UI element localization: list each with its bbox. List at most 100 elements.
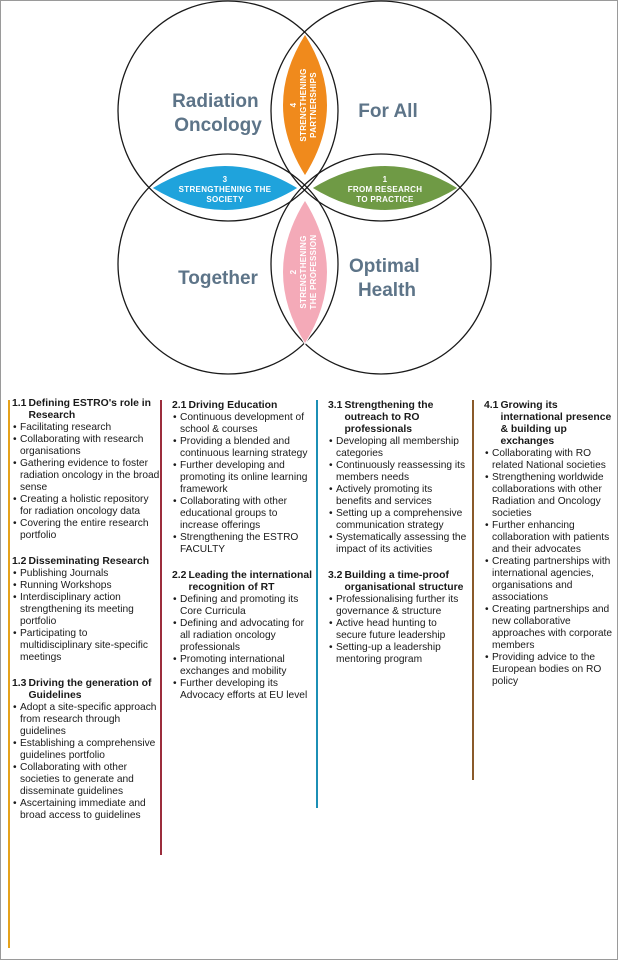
section-number: 3.2	[328, 570, 343, 581]
list-item: Strengthening worldwide collaborations w…	[484, 472, 614, 520]
list-item: Continuous development of school & cours…	[172, 412, 314, 436]
petal-bottom-label: 2 STRENGTHENING THE PROFESSION	[289, 235, 318, 310]
list-item: Covering the entire research portfolio	[12, 518, 160, 542]
list-item: Adopt a site-specific approach from rese…	[12, 702, 160, 738]
section-number: 1.3	[12, 678, 27, 689]
list-item: Interdisciplinary action strengthening i…	[12, 592, 160, 628]
petal-top-line2: PARTNERSHIPS	[309, 72, 318, 138]
circle-top-left	[117, 0, 339, 222]
list-item: Continuously reassessing its members nee…	[328, 460, 468, 484]
petal-top-number: 4	[289, 102, 298, 107]
list-item: Setting-up a leadership mentoring progra…	[328, 642, 468, 666]
bullet-list: Adopt a site-specific approach from rese…	[12, 702, 160, 822]
bullet-list: Professionalising further its governance…	[328, 594, 468, 666]
list-item: Active head hunting to secure future lea…	[328, 618, 468, 642]
petal-right-number: 1	[383, 175, 388, 184]
circle-top-right	[270, 0, 492, 222]
column-1-left-divider	[8, 400, 10, 948]
list-item: Ascertaining immediate and broad access …	[12, 798, 160, 822]
petal-left-line2: SOCIETY	[206, 195, 244, 204]
list-item: Further developing and promoting its onl…	[172, 460, 314, 496]
bullet-list: Developing all membership categoriesCont…	[328, 436, 468, 556]
circle-bottom-right	[270, 153, 492, 375]
section-number: 2.1	[172, 400, 187, 411]
section-number: 3.1	[328, 400, 343, 411]
list-item: Setting up a comprehensive communication…	[328, 508, 468, 532]
label-radiation-oncology-line1: Radiation	[172, 91, 259, 112]
section-title: Strengthening the outreach to RO profess…	[344, 400, 434, 435]
label-together: Together	[178, 268, 258, 289]
list-item: Systematically assessing the impact of i…	[328, 532, 468, 556]
petal-left-number: 3	[223, 175, 228, 184]
list-item: Facilitating research	[12, 422, 160, 434]
venn-diagram: Radiation Oncology For All Together Opti…	[117, 0, 492, 375]
list-item: Participating to multidisciplinary site-…	[12, 628, 160, 664]
list-item: Creating a holistic repository for radia…	[12, 494, 160, 518]
list-item: Developing all membership categories	[328, 436, 468, 460]
petal-from-research-to-practice	[311, 165, 459, 211]
list-item: Promoting international exchanges and mo…	[172, 654, 314, 678]
list-item: Running Workshops	[12, 580, 160, 592]
list-item: Strengthening the ESTRO FACULTY	[172, 532, 314, 556]
column-3-right-divider	[472, 400, 474, 780]
bullet-list: Defining and promoting its Core Curricul…	[172, 594, 314, 702]
section-title: Driving Education	[188, 400, 278, 411]
list-item: Collaborating with other societies to ge…	[12, 762, 160, 798]
label-optimal-health-line2: Health	[358, 280, 416, 301]
list-item: Defining and advocating for all radiatio…	[172, 618, 314, 654]
list-item: Creating partnerships with international…	[484, 556, 614, 604]
section-title: Disseminating Research	[28, 556, 150, 567]
section-title: Building a time-proof organisational str…	[344, 570, 464, 593]
label-radiation-oncology-line2: Oncology	[174, 115, 262, 136]
column-1-right-divider	[160, 400, 162, 855]
label-radiation-oncology: Radiation Oncology	[172, 91, 264, 136]
petal-top-label: 4 STRENGTHENING PARTNERSHIPS	[289, 68, 318, 141]
petal-right-line1: FROM RESEARCH	[348, 185, 423, 194]
petal-bottom-line2: THE PROFESSION	[309, 235, 318, 310]
bullet-list: Publishing JournalsRunning WorkshopsInte…	[12, 568, 160, 664]
petal-strengthening-the-profession	[282, 199, 328, 345]
section-title: Driving the generation of Guidelines	[28, 678, 152, 701]
section-number: 4.1	[484, 400, 499, 411]
list-item: Publishing Journals	[12, 568, 160, 580]
petal-right-label: 1 FROM RESEARCH TO PRACTICE	[348, 175, 423, 204]
petal-bottom-number: 2	[289, 269, 298, 274]
column-2-right-divider	[316, 400, 318, 808]
circle-bottom-left	[117, 153, 339, 375]
list-item: Creating partnerships and new collaborat…	[484, 604, 614, 652]
petal-left-line1: STRENGTHENING THE	[179, 185, 272, 194]
list-item: Further enhancing collaboration with pat…	[484, 520, 614, 556]
list-item: Collaborating with RO related National s…	[484, 448, 614, 472]
petal-top-line1: STRENGTHENING	[299, 68, 308, 141]
section-title: Leading the international recognition of…	[188, 570, 312, 593]
bullet-list: Facilitating researchCollaborating with …	[12, 422, 160, 542]
list-item: Gathering evidence to foster radiation o…	[12, 458, 160, 494]
list-item: Defining and promoting its Core Curricul…	[172, 594, 314, 618]
list-item: Providing advice to the European bodies …	[484, 652, 614, 688]
petal-bottom-line1: STRENGTHENING	[299, 235, 308, 308]
petal-right-line2: TO PRACTICE	[356, 195, 414, 204]
list-item: Establishing a comprehensive guidelines …	[12, 738, 160, 762]
section-number: 1.1	[12, 398, 27, 409]
section-title: Growing its international presence & bui…	[500, 400, 612, 447]
list-item: Collaborating with research organisation…	[12, 434, 160, 458]
list-item: Further developing its Advocacy efforts …	[172, 678, 314, 702]
